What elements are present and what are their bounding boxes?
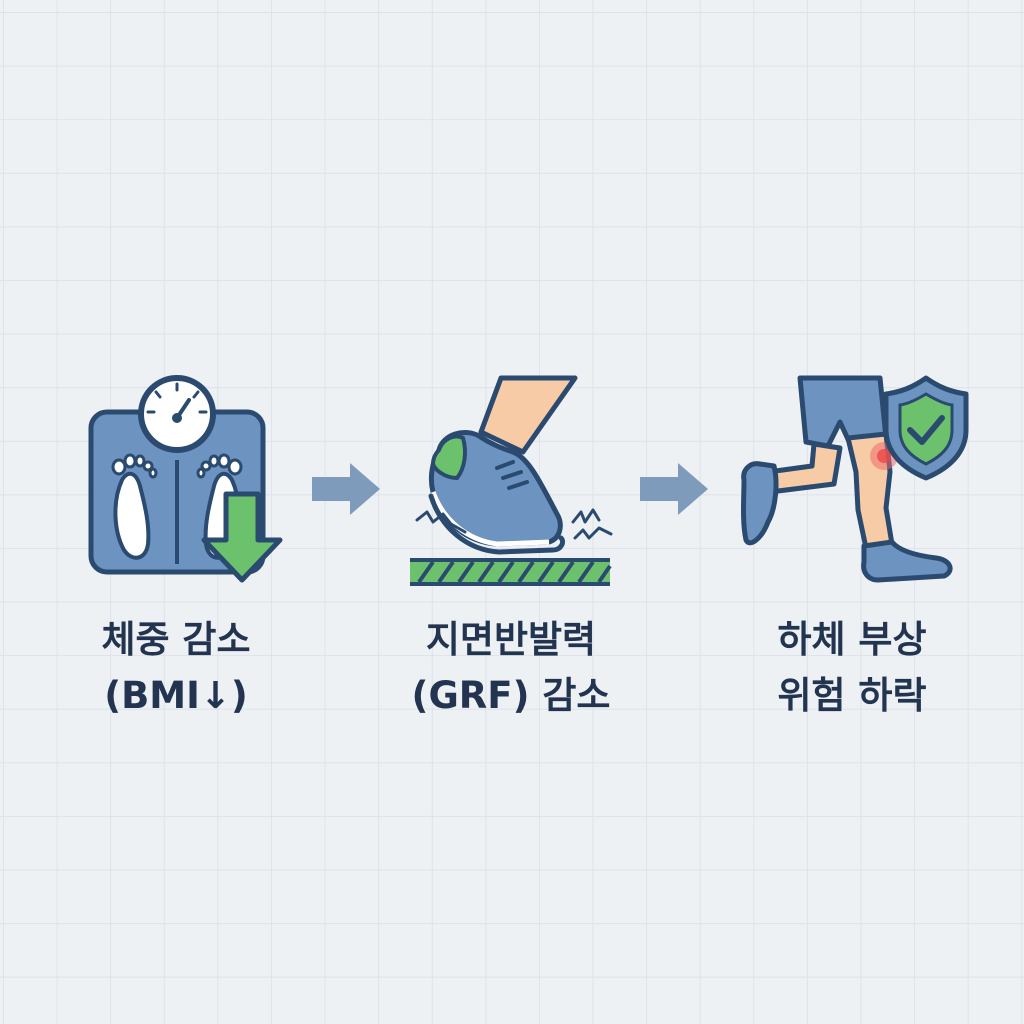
- step-3-line-2: 위험 하락: [777, 674, 927, 717]
- step-2-line-2: (GRF) 감소: [411, 674, 611, 717]
- step-2-caption: 지면반발력 (GRF) 감소: [361, 612, 661, 724]
- step-1-line-1: 체중 감소: [101, 618, 251, 661]
- scale-with-down-arrow-icon: [86, 372, 286, 587]
- step-1-line-2: (BMI↓): [104, 674, 248, 717]
- running-shoe-ground-icon: [405, 372, 620, 587]
- flow-arrow-2: [640, 461, 710, 521]
- step-1-caption: 체중 감소 (BMI↓): [26, 612, 326, 724]
- step-3-line-1: 하체 부상: [777, 618, 927, 661]
- flow-arrow-1: [312, 461, 382, 521]
- knee-shield-icon: [740, 372, 970, 587]
- step-3-caption: 하체 부상 위험 하락: [702, 612, 1002, 724]
- step-2-line-1: 지면반발력: [425, 618, 597, 661]
